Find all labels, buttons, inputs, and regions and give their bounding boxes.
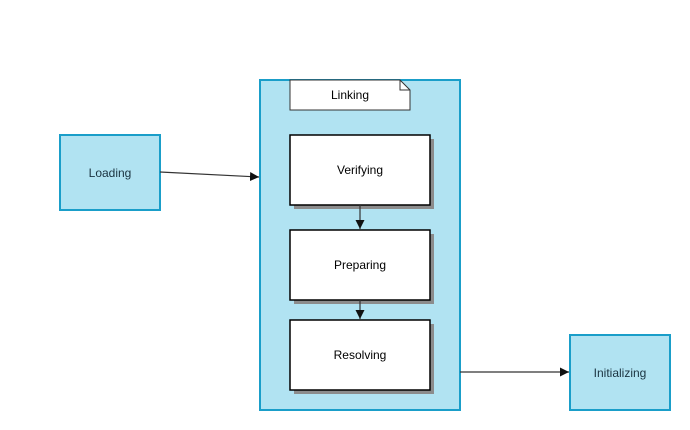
linking-label: Linking [331, 88, 369, 102]
linking-note: Linking [289, 79, 411, 111]
resolving-label: Resolving [334, 348, 387, 362]
loading-box [59, 134, 161, 211]
initializing-label: Initializing [594, 366, 647, 380]
loading-node[interactable]: Loading [59, 134, 161, 211]
loading-label: Loading [89, 166, 132, 180]
edge-loading-to-linking[interactable] [159, 171, 260, 182]
linking-note-shape [289, 79, 411, 111]
preparing-label: Preparing [334, 258, 386, 272]
verifying-box [289, 134, 431, 206]
resolving-node[interactable]: Resolving [289, 319, 434, 394]
initializing-node[interactable]: Initializing [569, 334, 671, 411]
verifying-label: Verifying [337, 163, 383, 177]
linking-note-fold [399, 80, 410, 91]
initializing-box [569, 334, 671, 411]
preparing-node[interactable]: Preparing [289, 229, 434, 304]
preparing-box [289, 229, 431, 301]
verifying-node[interactable]: Verifying [289, 134, 434, 209]
resolving-box [289, 319, 431, 391]
